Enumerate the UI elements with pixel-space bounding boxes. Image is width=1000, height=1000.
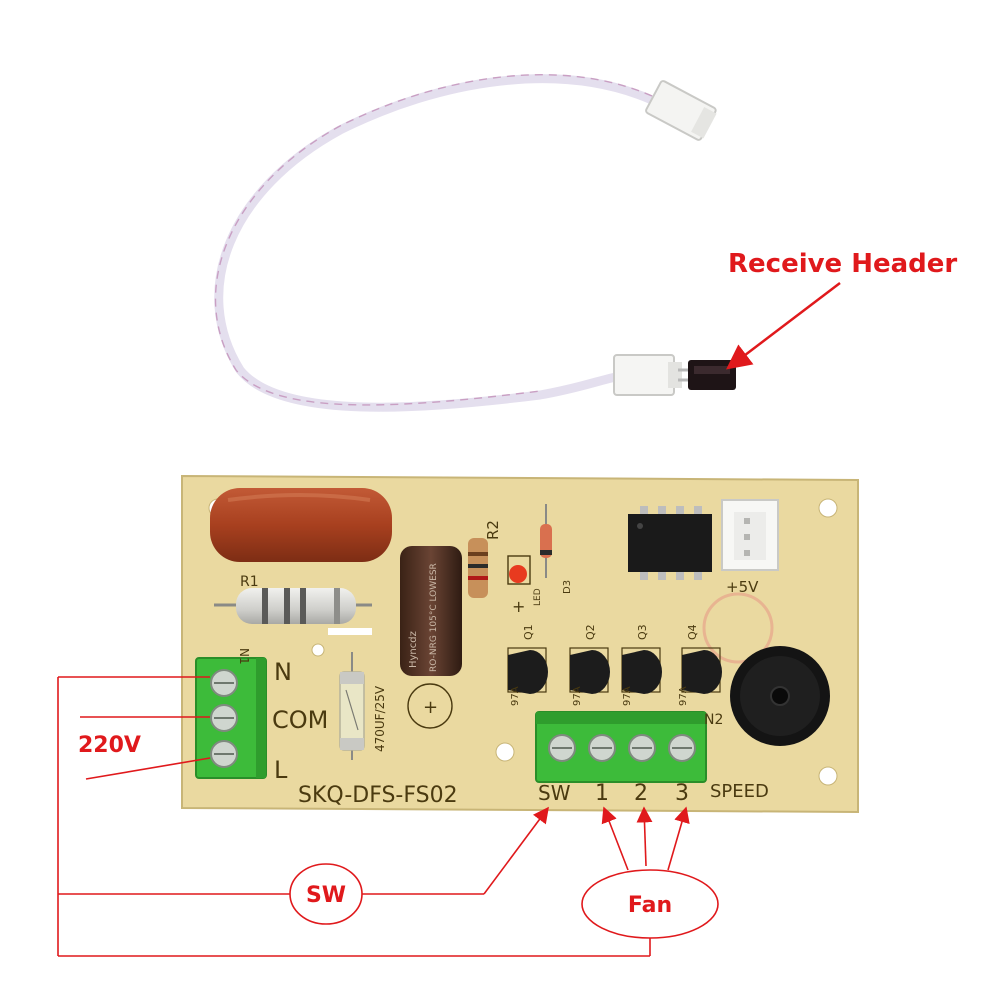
transistors: Q1 97A Q2 97A Q3 97A Q4 97A bbox=[507, 624, 722, 706]
sw-bubble-label: SW bbox=[306, 883, 346, 908]
mount-hole-top-right bbox=[818, 498, 838, 518]
q2-mark: 97A bbox=[572, 686, 583, 706]
cable-wire-stripe bbox=[214, 74, 653, 406]
transistor-q2: Q2 97A bbox=[569, 624, 610, 706]
bottom-connector bbox=[613, 354, 682, 396]
film-capacitor bbox=[210, 488, 392, 562]
led-silk-label: LED bbox=[533, 588, 543, 606]
cable-assembly bbox=[214, 74, 736, 412]
terminal-label-3: 3 bbox=[675, 781, 689, 806]
r2-silk-label: R2 bbox=[484, 520, 502, 540]
power-resistor: R1 bbox=[214, 574, 372, 624]
wiring-annotations bbox=[57, 676, 651, 957]
cap-rating: 470UF/25V bbox=[373, 685, 387, 752]
elcap-series: RO-NRG 105°C LOWESR bbox=[429, 563, 439, 672]
receive-header-arrow bbox=[726, 282, 841, 370]
mount-hole-bottom-right bbox=[818, 766, 838, 786]
transistor-q4: Q4 97A bbox=[678, 624, 722, 706]
elcap-plus: + bbox=[423, 697, 438, 718]
terminal-screw-3 bbox=[668, 734, 696, 762]
terminal-label-l: L bbox=[274, 756, 288, 784]
output-terminal-block bbox=[535, 711, 707, 783]
fan-bubble-label: Fan bbox=[628, 893, 672, 918]
q2-label: Q2 bbox=[584, 624, 597, 640]
n2-label: N2 bbox=[704, 712, 723, 728]
r2-resistor: R2 bbox=[468, 520, 502, 598]
terminal-label-sw: SW bbox=[538, 781, 571, 805]
arrow-sw-terminal bbox=[483, 806, 549, 895]
mount-hole-mid bbox=[495, 742, 515, 762]
n1-label: N1 bbox=[237, 648, 251, 665]
cable-wire bbox=[214, 74, 657, 412]
transistor-q3: Q3 97A bbox=[621, 624, 662, 706]
led-plus: + bbox=[512, 597, 525, 616]
q1-label: Q1 bbox=[522, 624, 535, 640]
qc-stamp bbox=[702, 592, 774, 664]
terminal-screw-sw bbox=[548, 734, 576, 762]
terminal-screw-n bbox=[210, 669, 238, 697]
voltage-label: 220V bbox=[78, 733, 141, 758]
wire-l bbox=[85, 757, 211, 780]
q3-mark: 97A bbox=[622, 686, 633, 706]
mains-terminal-block: N1 bbox=[195, 648, 267, 779]
q4-mark: 97A bbox=[678, 686, 689, 706]
mount-hole-left bbox=[311, 643, 325, 657]
silk-bar bbox=[328, 628, 372, 635]
fan-bubble: Fan bbox=[581, 869, 719, 939]
sw-bubble: SW bbox=[289, 863, 363, 925]
terminal-label-2: 2 bbox=[634, 781, 648, 806]
q1-mark: 97A bbox=[510, 686, 521, 706]
arrow-fan-1 bbox=[601, 806, 629, 871]
terminal-screw-com bbox=[210, 704, 238, 732]
terminal-screw-l bbox=[210, 740, 238, 768]
led: + LED bbox=[507, 555, 543, 616]
q3-label: Q3 bbox=[636, 624, 649, 640]
d3-silk-label: D3 bbox=[562, 580, 573, 594]
buzzer bbox=[730, 646, 830, 746]
arrow-fan-3 bbox=[667, 806, 690, 871]
terminal-screw-2 bbox=[628, 734, 656, 762]
glass-fuse bbox=[339, 652, 365, 760]
board-model: SKQ-DFS-FS02 bbox=[298, 783, 458, 808]
ic-chip bbox=[628, 506, 712, 580]
top-connector bbox=[645, 80, 717, 141]
terminal-label-n: N bbox=[274, 658, 292, 686]
q4-label: Q4 bbox=[686, 624, 699, 640]
r1-silk-label: R1 bbox=[240, 574, 259, 590]
receive-header-label: Receive Header bbox=[728, 249, 957, 279]
speed-label: SPEED bbox=[710, 781, 769, 802]
plus5v-label: +5V bbox=[726, 578, 759, 596]
terminal-label-com: COM bbox=[272, 706, 328, 734]
diode-d3: D3 bbox=[540, 504, 573, 594]
terminal-label-1: 1 bbox=[595, 781, 609, 806]
plus5v-connector: +5V bbox=[721, 499, 779, 596]
transistor-q1: Q1 97A bbox=[507, 624, 548, 706]
elcap-brand: Hyncdz bbox=[408, 631, 419, 668]
arrow-fan-2 bbox=[636, 806, 653, 867]
electrolytic-capacitor: Hyncdz RO-NRG 105°C LOWESR + 470UF/25V bbox=[373, 546, 462, 752]
terminal-screw-1 bbox=[588, 734, 616, 762]
ir-receiver bbox=[678, 360, 736, 390]
